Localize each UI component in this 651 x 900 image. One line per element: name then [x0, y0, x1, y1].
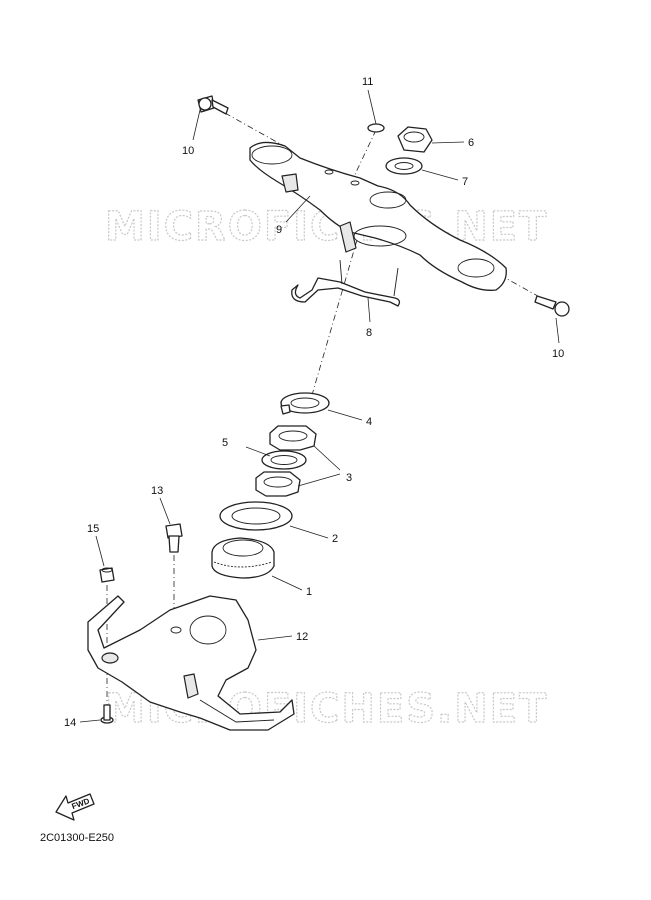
washer-11	[367, 123, 385, 133]
screw-13	[165, 523, 183, 553]
callouts: 11 6 7 10 9 8 10 4 5 3 13 15 2 1 12 14	[64, 76, 564, 729]
callout-1: 1	[306, 586, 312, 598]
callout-10-left: 10	[182, 145, 194, 157]
callout-2: 2	[332, 533, 338, 545]
callout-12: 12	[296, 631, 308, 643]
callout-9: 9	[276, 224, 282, 236]
ring-nut-3-lower	[255, 471, 301, 497]
callout-5: 5	[222, 437, 228, 449]
nut-15	[99, 567, 115, 583]
diagram-code: 2C01300-E250	[40, 832, 115, 844]
lower-cover-12	[87, 595, 295, 731]
dust-seal-2	[219, 501, 293, 531]
callout-7: 7	[462, 176, 468, 188]
callout-15: 15	[87, 523, 99, 535]
callout-13: 13	[151, 485, 163, 497]
washer-5	[261, 450, 307, 470]
nut-6	[397, 126, 433, 153]
fwd-arrow-icon: FWD	[55, 793, 95, 821]
callout-3: 3	[346, 472, 352, 484]
washer-7	[385, 157, 423, 175]
ring-nut-3-upper	[269, 425, 317, 451]
upper-bracket-9	[249, 141, 507, 291]
callout-6: 6	[468, 137, 474, 149]
lock-washer-4	[280, 392, 330, 415]
callout-8: 8	[366, 327, 372, 339]
bolt-10-right	[534, 295, 570, 317]
bracket-8	[291, 259, 401, 307]
callout-4: 4	[366, 416, 372, 428]
leader-lines	[79, 89, 560, 723]
callout-14: 14	[64, 717, 76, 729]
callout-10-right: 10	[552, 348, 564, 360]
bolt-14	[100, 704, 114, 724]
callout-11: 11	[362, 76, 373, 88]
bearing-1	[211, 537, 275, 579]
bolt-10-left	[197, 95, 229, 115]
